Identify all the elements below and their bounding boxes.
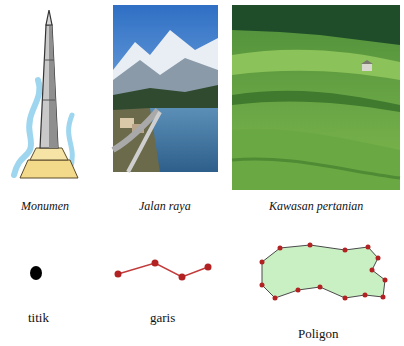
- symbol-caption: Poligon: [298, 326, 338, 342]
- image-caption: Kawasan pertanian: [269, 199, 363, 213]
- symbol-caption: titik: [28, 310, 49, 326]
- image-caption: Jalan raya: [139, 199, 191, 213]
- symbol-caption: garis: [150, 310, 175, 326]
- road-photo: [113, 5, 218, 172]
- point-symbol: [30, 266, 42, 280]
- line-symbol: [115, 260, 212, 281]
- polygon-symbol: [260, 243, 388, 301]
- image-caption: Monumen: [21, 199, 69, 213]
- monument-clipart: [14, 10, 78, 178]
- farmland-photo: [232, 5, 400, 190]
